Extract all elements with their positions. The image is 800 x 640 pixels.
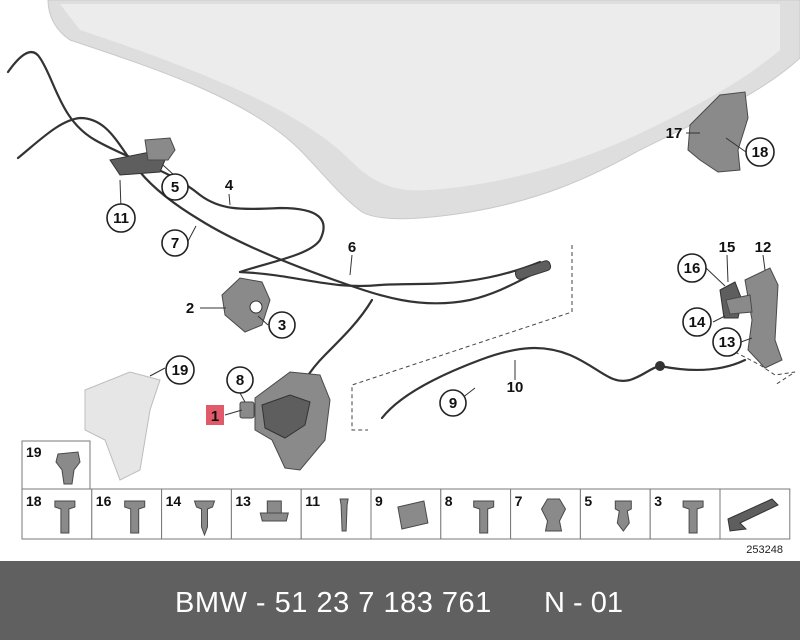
svg-text:16: 16 — [684, 260, 701, 277]
callout-12: 12 — [755, 239, 772, 256]
svg-text:7: 7 — [171, 235, 179, 252]
pad-16 — [725, 294, 753, 315]
cable-sleeve — [514, 260, 552, 280]
spreading-rivet-icon — [55, 451, 81, 485]
clip-nut-icon — [397, 500, 429, 530]
grid-cell-16 — [91, 488, 163, 540]
grid-label-19: 19 — [26, 444, 42, 460]
screw-icon — [473, 500, 495, 534]
grid-label-7: 7 — [515, 493, 523, 509]
svg-text:9: 9 — [449, 395, 457, 412]
footer-code: N - 01 — [544, 587, 623, 619]
cable-to-lock — [303, 298, 374, 382]
callout-15: 15 — [719, 239, 736, 256]
expanding-rivet-icon — [614, 500, 632, 532]
collar-nut-icon — [259, 500, 289, 522]
grid-label-11: 11 — [305, 493, 320, 509]
svg-text:8: 8 — [236, 372, 244, 389]
highlight-box — [206, 405, 224, 425]
bracket-2 — [221, 277, 271, 333]
grid-label-9: 9 — [375, 493, 383, 509]
grid-cell-5 — [579, 488, 651, 540]
screw-icon — [682, 500, 704, 534]
self-tapping-screw-icon — [193, 500, 216, 537]
grid-cell-11 — [300, 488, 372, 540]
svg-text:18: 18 — [752, 144, 769, 161]
svg-text:19: 19 — [172, 362, 189, 379]
bowden-cable-4 — [6, 51, 325, 274]
callout-2: 2 — [186, 300, 194, 317]
footer-part-number: BMW - 51 23 7 183 761 — [175, 587, 492, 619]
hood-highlight — [60, 4, 780, 191]
ghost-support-bracket — [84, 371, 161, 481]
lock-bolt — [239, 401, 255, 419]
callout-17: 17 — [666, 125, 683, 142]
callout-18: 18 — [745, 137, 775, 167]
bowden-cable-6 — [238, 260, 542, 288]
grid-cell-8 — [440, 488, 512, 540]
callout-5: 5 — [161, 173, 189, 201]
callout-10: 10 — [507, 379, 524, 396]
grid-cell-14 — [161, 488, 232, 540]
svg-text:5: 5 — [171, 179, 179, 196]
grid-label-3: 3 — [654, 493, 662, 509]
highlight-label-1: 1 — [211, 408, 219, 425]
svg-text:14: 14 — [689, 314, 706, 331]
callout-8: 8 — [226, 366, 254, 394]
bowden-cable-7 — [16, 116, 547, 305]
assembly-line-main — [351, 245, 573, 431]
callout-7: 7 — [161, 229, 189, 257]
callout-14: 14 — [682, 307, 712, 337]
cable-holder-clip-icon — [540, 498, 567, 532]
callout-3: 3 — [268, 311, 296, 339]
callout-9: 9 — [439, 389, 467, 417]
callout-13: 13 — [712, 327, 742, 357]
bracket-hole — [249, 300, 263, 314]
hood-lock-mechanism — [261, 394, 311, 439]
grid-cell-top-19 — [21, 440, 91, 490]
latch-bracket-12 — [744, 267, 783, 369]
blind-rivet-icon — [339, 498, 349, 532]
grid-label-8: 8 — [445, 493, 453, 509]
bowden-cable-10 — [380, 347, 747, 420]
callout-11: 11 — [106, 203, 136, 233]
callout-19: 19 — [165, 355, 195, 385]
footer-bar: BMW - 51 23 7 183 761 N - 01 — [0, 561, 800, 640]
grid-cell-18 — [21, 488, 93, 540]
grid-label-13: 13 — [235, 493, 251, 509]
handle-bracket — [144, 137, 176, 161]
grid-label-18: 18 — [26, 493, 42, 509]
grid-label-5: 5 — [584, 493, 592, 509]
cable-end-knob — [655, 361, 665, 371]
screw-icon — [124, 500, 146, 534]
svg-text:11: 11 — [113, 210, 129, 227]
svg-text:13: 13 — [719, 334, 736, 351]
callout-4: 4 — [225, 177, 234, 194]
arrow-icon — [727, 498, 779, 532]
bracket-17 — [687, 91, 749, 173]
diagram-number: 253248 — [746, 544, 783, 556]
callout-16: 16 — [677, 253, 707, 283]
screw-icon — [54, 500, 76, 534]
grid-label-14: 14 — [166, 493, 182, 509]
grid-label-16: 16 — [96, 493, 112, 509]
parts-grid-bottom-row: 18 16 14 13 11 9 8 7 5 3 — [21, 488, 791, 540]
svg-text:3: 3 — [278, 317, 286, 334]
callout-6: 6 — [348, 239, 356, 256]
grid-cell-3 — [649, 488, 721, 540]
